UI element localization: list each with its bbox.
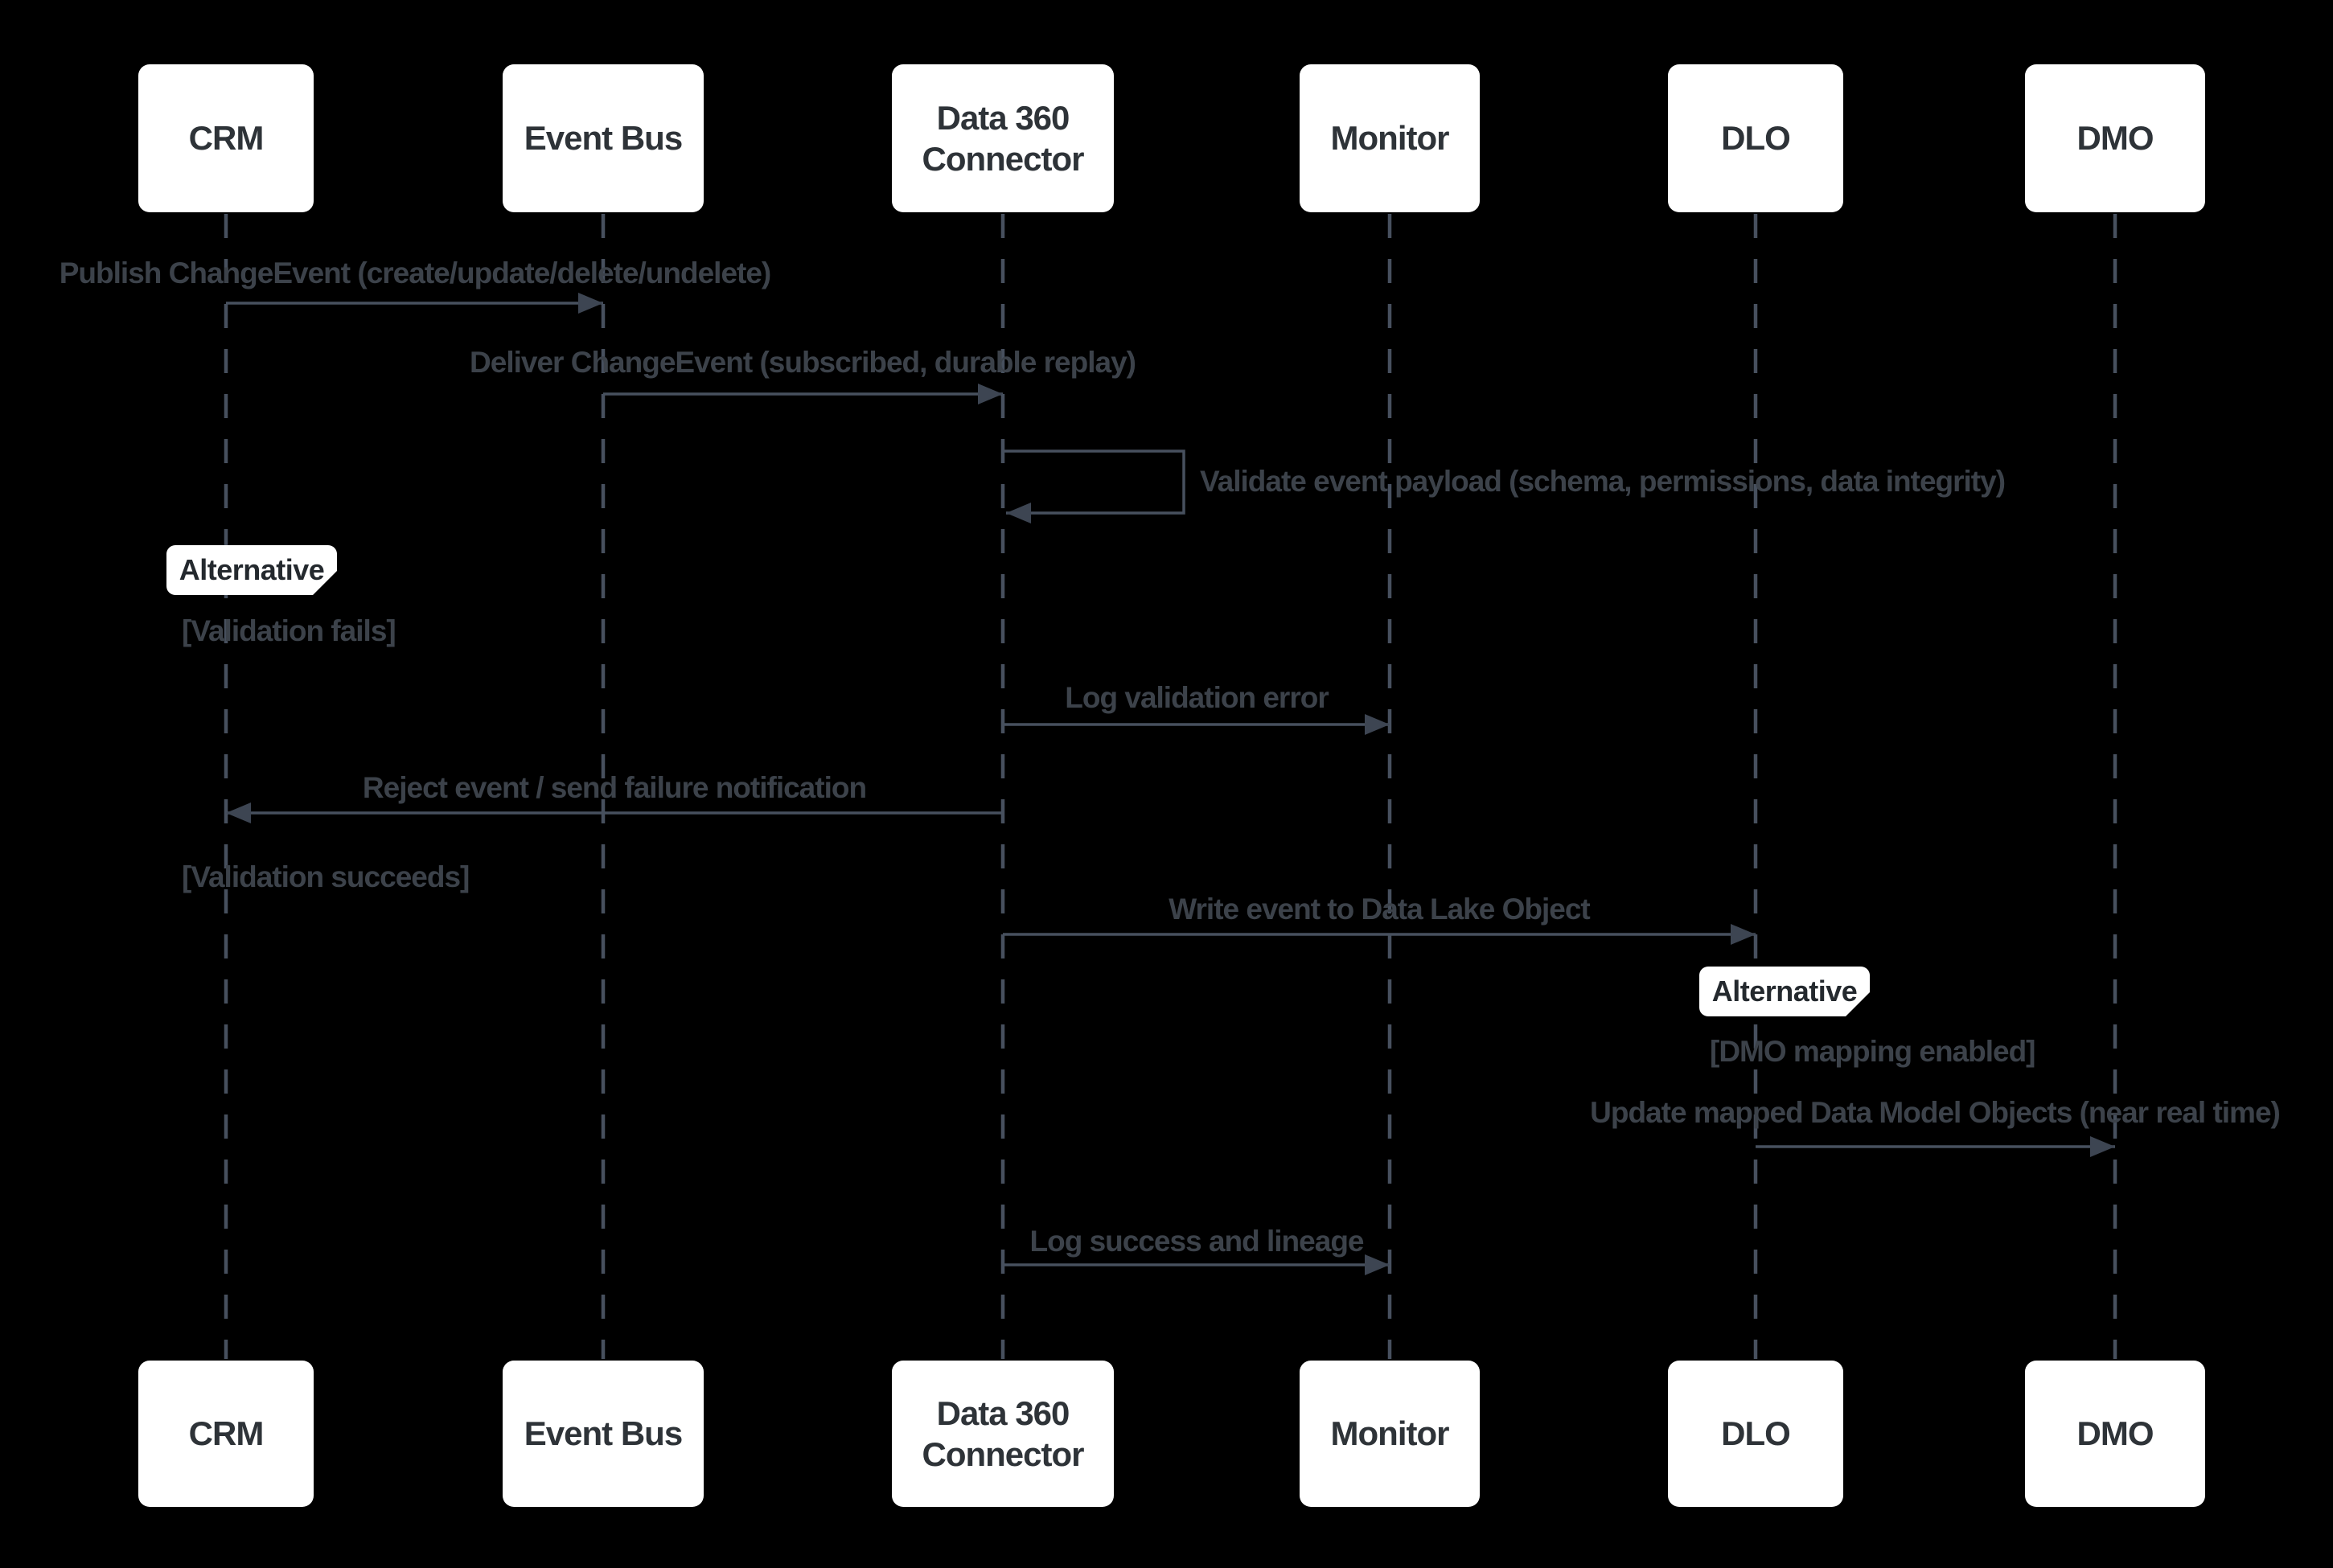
actor-eventbus-bottom: Event Bus — [503, 1361, 704, 1507]
actor-monitor-bottom: Monitor — [1300, 1361, 1480, 1507]
message-label-log-success-lineage: Log success and lineage — [1029, 1225, 1365, 1258]
actor-dlo-bottom: DLO — [1668, 1361, 1843, 1507]
message-label-update-mapped-dmo: Update mapped Data Model Objects (near r… — [1590, 1096, 2281, 1129]
actor-dmo-bottom: DMO — [2025, 1361, 2205, 1507]
message-label-deliver-changeevent: Deliver ChangeEvent (subscribed, durable… — [470, 346, 1136, 379]
message-label-write-event-to-dlo: Write event to Data Lake Object — [1169, 893, 1590, 926]
alt-label-dmo-mapping: Alternative — [1699, 967, 1870, 1016]
actor-crm-top: CRM — [138, 64, 314, 212]
alt-label-validation: Alternative — [166, 545, 337, 595]
message-label-publish-changeevent: Publish ChangeEvent (create/update/delet… — [59, 257, 771, 289]
message-label-log-validation-error: Log validation error — [1065, 681, 1329, 714]
actor-monitor-top: Monitor — [1300, 64, 1480, 212]
condition-validation-succeeds: [Validation succeeds] — [182, 860, 470, 893]
actor-d360-bottom: Data 360 Connector — [892, 1361, 1114, 1507]
actor-eventbus-top: Event Bus — [503, 64, 704, 212]
message-label-reject-event: Reject event / send failure notification — [362, 771, 867, 804]
actor-dlo-top: DLO — [1668, 64, 1843, 212]
arrow-validate-self-loop — [1003, 449, 1185, 523]
actor-d360-top: Data 360 Connector — [892, 64, 1114, 212]
actor-dmo-top: DMO — [2025, 64, 2205, 212]
condition-dmo-mapping-enabled: [DMO mapping enabled] — [1710, 1035, 2035, 1068]
condition-validation-fails: [Validation fails] — [182, 614, 396, 647]
message-label-validate-payload: Validate event payload (schema, permissi… — [1200, 465, 2006, 498]
actor-crm-bottom: CRM — [138, 1361, 314, 1507]
